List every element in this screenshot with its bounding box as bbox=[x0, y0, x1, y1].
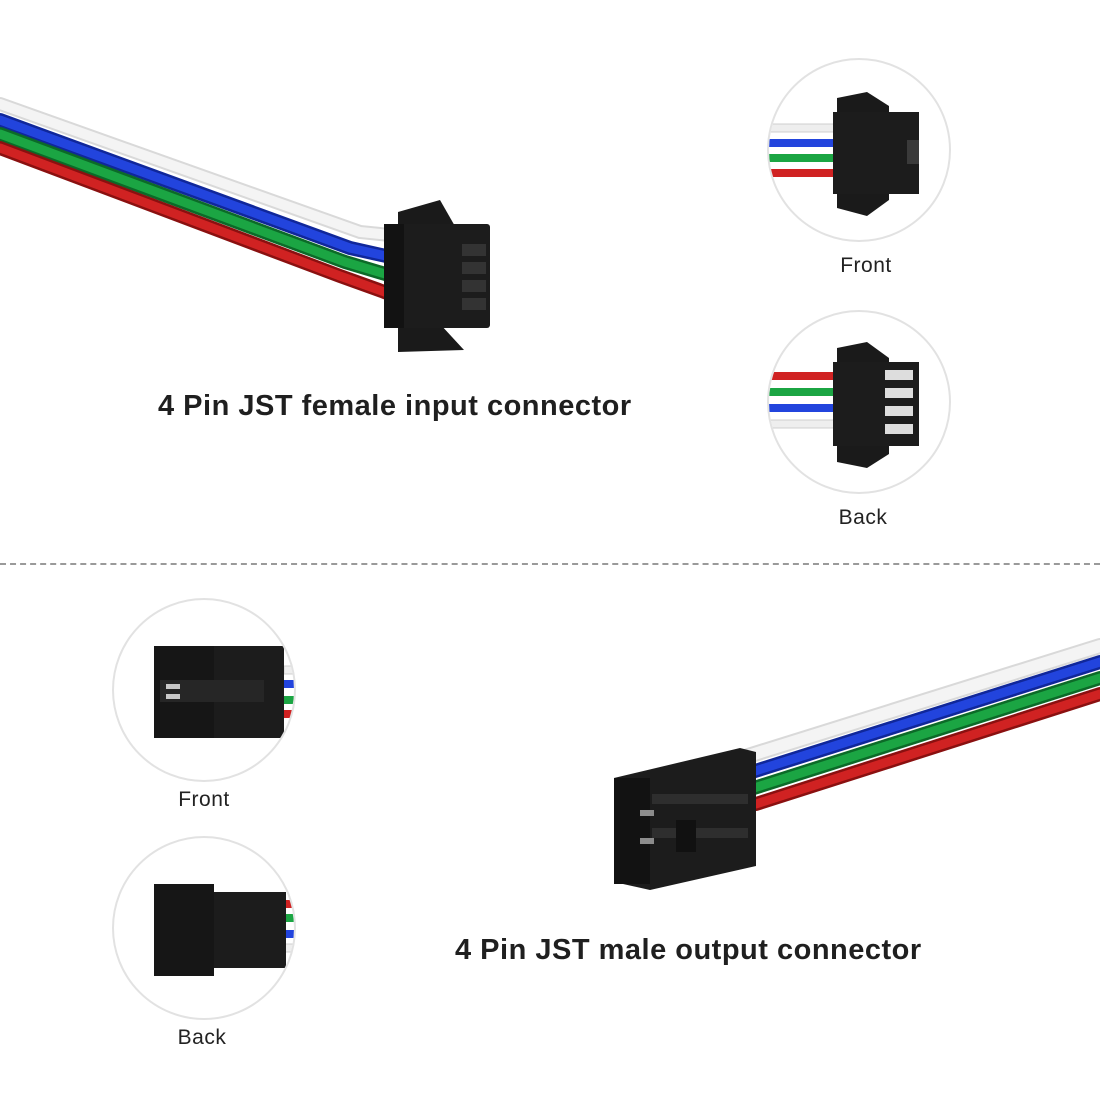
male-back-view bbox=[112, 836, 296, 1020]
female-back-illustration bbox=[769, 342, 919, 468]
female-front-label: Front bbox=[840, 254, 892, 277]
male-caption: 4 Pin JST male output connector bbox=[455, 934, 922, 966]
male-connector-panel: 4 Pin JST male output connector Front Ba… bbox=[0, 566, 1100, 1100]
male-cable bbox=[740, 638, 1100, 811]
female-connector-housing bbox=[384, 200, 490, 352]
section-divider bbox=[0, 563, 1100, 565]
female-connector-illustration bbox=[0, 97, 490, 352]
male-front-view bbox=[112, 598, 296, 782]
male-back-label: Back bbox=[177, 1026, 227, 1049]
female-cable bbox=[0, 97, 407, 301]
female-front-illustration bbox=[769, 92, 919, 216]
female-back-view bbox=[767, 310, 951, 494]
female-front-view bbox=[767, 58, 951, 242]
male-connector-illustration bbox=[614, 638, 1100, 890]
male-back-illustration bbox=[154, 884, 294, 976]
male-front-label: Front bbox=[178, 788, 230, 811]
male-front-illustration bbox=[154, 646, 294, 738]
female-caption: 4 Pin JST female input connector bbox=[158, 390, 632, 422]
male-connector-housing bbox=[614, 748, 756, 890]
female-connector-panel: 4 Pin JST female input connector Front bbox=[0, 58, 951, 529]
female-back-label: Back bbox=[838, 506, 888, 529]
